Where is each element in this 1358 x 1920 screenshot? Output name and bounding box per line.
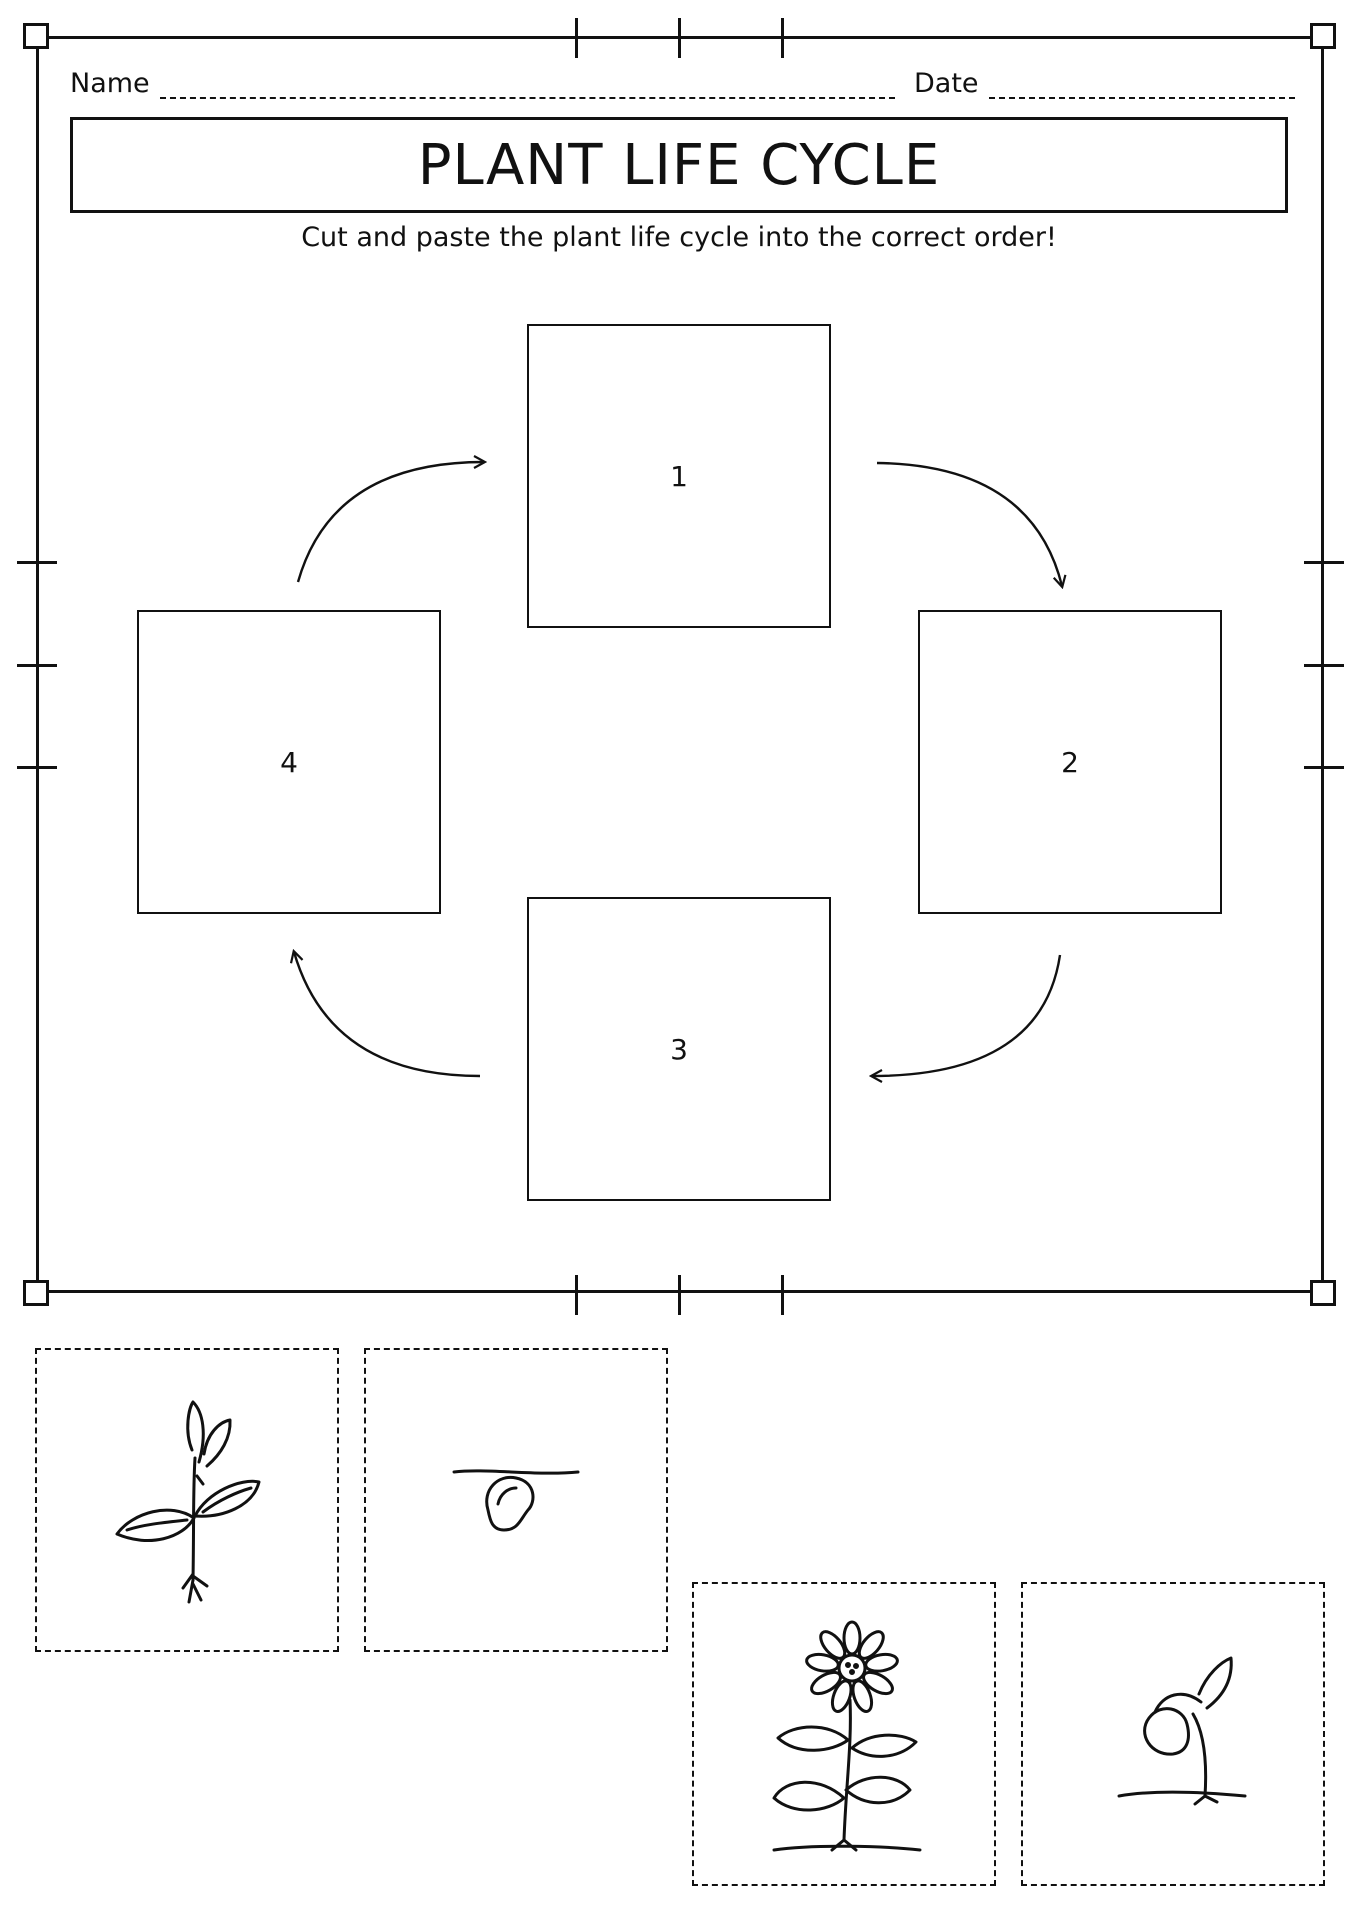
frame-tick: [575, 18, 578, 58]
date-label: Date: [914, 68, 979, 99]
frame-corner-top-left: [23, 23, 49, 49]
frame-tick: [17, 664, 57, 667]
slot-number: 3: [670, 1032, 688, 1066]
slot-number: 2: [1061, 745, 1079, 779]
frame-tick: [781, 18, 784, 58]
frame-tick: [17, 561, 57, 564]
instruction-text: Cut and paste the plant life cycle into …: [301, 222, 1057, 253]
frame-tick: [1304, 664, 1344, 667]
flowering-plant-icon: [772, 1620, 922, 1852]
cutout-card-seed[interactable]: [364, 1348, 668, 1652]
frame-tick: [678, 1275, 681, 1315]
name-line[interactable]: [159, 73, 895, 99]
frame-tick: [575, 1275, 578, 1315]
frame-tick: [1304, 561, 1344, 564]
name-label: Name: [70, 68, 150, 99]
arrow-3-to-4: [294, 952, 481, 1078]
cutout-card-seedling[interactable]: [35, 1348, 339, 1652]
arrow-2-to-3: [872, 954, 1062, 1076]
date-field[interactable]: Date: [914, 68, 1295, 99]
title-box: PLANT LIFE CYCLE: [70, 117, 1288, 213]
date-line[interactable]: [988, 73, 1295, 99]
seedling-icon: [115, 1400, 261, 1604]
cutout-card-flowering-plant[interactable]: [692, 1582, 996, 1886]
frame-corner-bottom-right: [1310, 1280, 1336, 1306]
cutout-card-sprouting-seed[interactable]: [1021, 1582, 1325, 1886]
name-field[interactable]: Name: [70, 68, 895, 99]
frame-tick: [1304, 766, 1344, 769]
frame-corner-top-right: [1310, 23, 1336, 49]
paste-slot-1[interactable]: 1: [527, 324, 831, 628]
sprouting-seed-icon: [1117, 1656, 1247, 1806]
frame-tick: [781, 1275, 784, 1315]
paste-slot-2[interactable]: 2: [918, 610, 1222, 914]
frame-corner-bottom-left: [23, 1280, 49, 1306]
arrow-4-to-1: [296, 462, 484, 583]
seed-icon: [452, 1469, 580, 1532]
arrow-1-to-2: [876, 461, 1062, 586]
slot-number: 4: [280, 745, 298, 779]
frame-tick: [678, 18, 681, 58]
paste-slot-3[interactable]: 3: [527, 897, 831, 1201]
slot-number: 1: [670, 459, 688, 493]
frame-tick: [17, 766, 57, 769]
paste-slot-4[interactable]: 4: [137, 610, 441, 914]
cycle-arrows: [0, 0, 1358, 1300]
page-title: PLANT LIFE CYCLE: [417, 132, 941, 198]
